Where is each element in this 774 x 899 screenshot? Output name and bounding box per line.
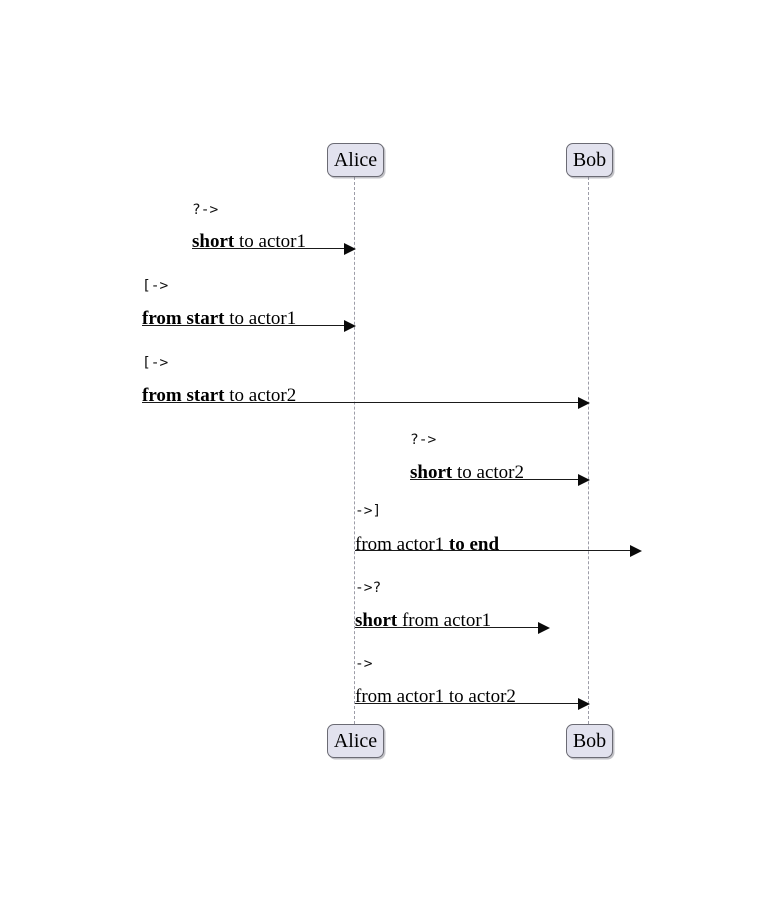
- message-2-arrow-line: [142, 325, 345, 326]
- participant-alice-bottom[interactable]: Alice: [327, 724, 384, 758]
- message-5-arrow-line: [355, 550, 631, 551]
- message-1-arrow-line: [192, 248, 345, 249]
- message-3-arrow-head-icon: [578, 397, 590, 409]
- message-4-arrow-line: [410, 479, 579, 480]
- message-6-operator: ->?: [355, 580, 382, 596]
- message-7-operator: ->: [355, 656, 373, 672]
- lifeline-bob: [588, 177, 590, 724]
- message-5-operator: ->]: [355, 503, 382, 519]
- message-1-operator: ?->: [192, 202, 219, 218]
- lifeline-alice: [354, 177, 356, 724]
- message-6-label: short from actor1: [355, 610, 492, 631]
- message-2-arrow-head-icon: [344, 320, 356, 332]
- message-6-arrow-head-icon: [538, 622, 550, 634]
- message-1-label: short to actor1: [192, 231, 306, 252]
- message-7-label: from actor1 to actor2: [355, 686, 516, 707]
- message-4-operator: ?->: [410, 432, 437, 448]
- participant-bob-bottom[interactable]: Bob: [566, 724, 613, 758]
- message-2-label: from start to actor1: [142, 308, 297, 329]
- message-5-label: from actor1 to end: [355, 534, 500, 555]
- message-7-arrow-head-icon: [578, 698, 590, 710]
- message-4-arrow-head-icon: [578, 474, 590, 486]
- message-4-label: short to actor2: [410, 462, 524, 483]
- message-3-operator: [->: [142, 355, 169, 371]
- participant-bob-top[interactable]: Bob: [566, 143, 613, 177]
- message-2-operator: [->: [142, 278, 169, 294]
- message-5-arrow-head-icon: [630, 545, 642, 557]
- message-1-arrow-head-icon: [344, 243, 356, 255]
- message-7-arrow-line: [355, 703, 579, 704]
- message-6-arrow-line: [355, 627, 539, 628]
- message-3-label: from start to actor2: [142, 385, 297, 406]
- participant-alice-top[interactable]: Alice: [327, 143, 384, 177]
- message-3-arrow-line: [142, 402, 579, 403]
